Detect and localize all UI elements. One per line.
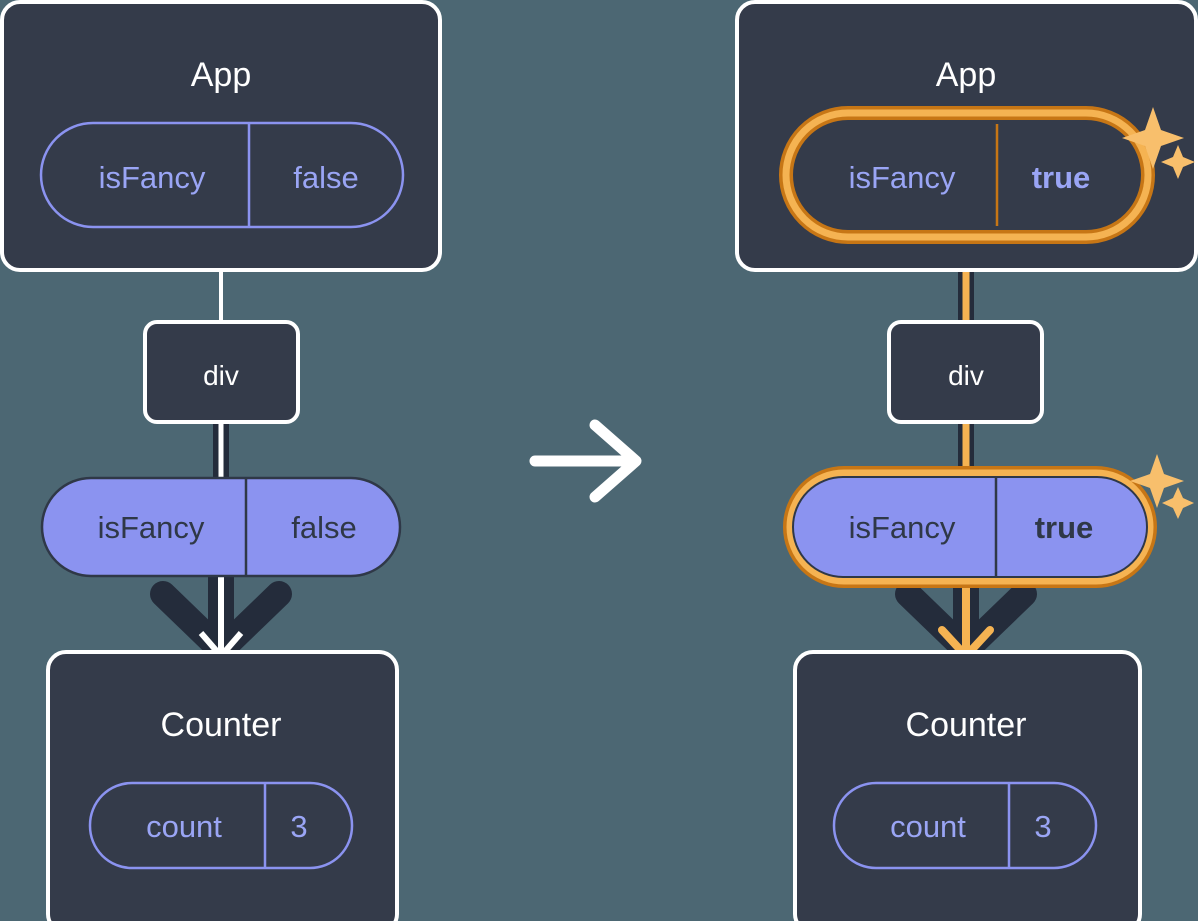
counter-card (46, 650, 399, 921)
app-state-pill-halo-inner (782, 109, 1152, 241)
app-card (0, 0, 442, 272)
before-state-panel: App isFancy false div isFancy false Coun… (0, 0, 442, 921)
counter-state-pill-value-after: 3 (1034, 809, 1051, 844)
counter-state-pill-after: count 3 (832, 781, 1098, 870)
counter-state-pill-body-after (832, 781, 1098, 870)
prop-pill-value-after: true (1035, 510, 1094, 545)
div-node-box (143, 320, 300, 424)
app-state-pill-value-after: true (1032, 160, 1091, 195)
app-state-pill-key-after: isFancy (849, 160, 956, 195)
prop-pill-halo-inner (786, 469, 1154, 585)
counter-state-pill-body (88, 781, 354, 870)
transition-arrow-icon (529, 419, 642, 503)
prop-pill-key: isFancy (98, 510, 205, 545)
sparkle-icon-prop (1130, 454, 1194, 519)
app-card-after (735, 0, 1198, 272)
counter-state-pill: count 3 (88, 781, 354, 870)
div-node-after: div (887, 320, 1044, 424)
counter-card-after (793, 650, 1142, 921)
prop-pill-key-after: isFancy (849, 510, 956, 545)
app-state-pill: isFancy false (39, 121, 405, 229)
prop-pill: isFancy false (40, 476, 402, 578)
prop-pill-body (40, 476, 402, 578)
div-node-box-after (887, 320, 1044, 424)
counter-state-pill-key: count (146, 809, 222, 844)
app-card-title: App (191, 56, 252, 94)
prop-pill-body-after (792, 476, 1148, 578)
app-state-pill-body (39, 121, 405, 229)
app-card-title-after: App (936, 56, 997, 94)
counter-card-title: Counter (161, 706, 282, 744)
counter-card-title-after: Counter (906, 706, 1027, 744)
div-node: div (143, 320, 300, 424)
prop-pill-value: false (291, 510, 356, 545)
app-state-pill-after: isFancy true (779, 106, 1155, 244)
counter-state-pill-key-after: count (890, 809, 966, 844)
app-state-pill-key: isFancy (99, 160, 206, 195)
div-node-label: div (203, 360, 239, 391)
sparkle-icon-app (1122, 107, 1195, 179)
counter-state-pill-value: 3 (290, 809, 307, 844)
app-state-pill-value: false (293, 160, 358, 195)
prop-pill-after: isFancy true (783, 466, 1157, 588)
div-node-label-after: div (948, 360, 984, 391)
after-state-panel: App isFancy true div (735, 0, 1198, 921)
